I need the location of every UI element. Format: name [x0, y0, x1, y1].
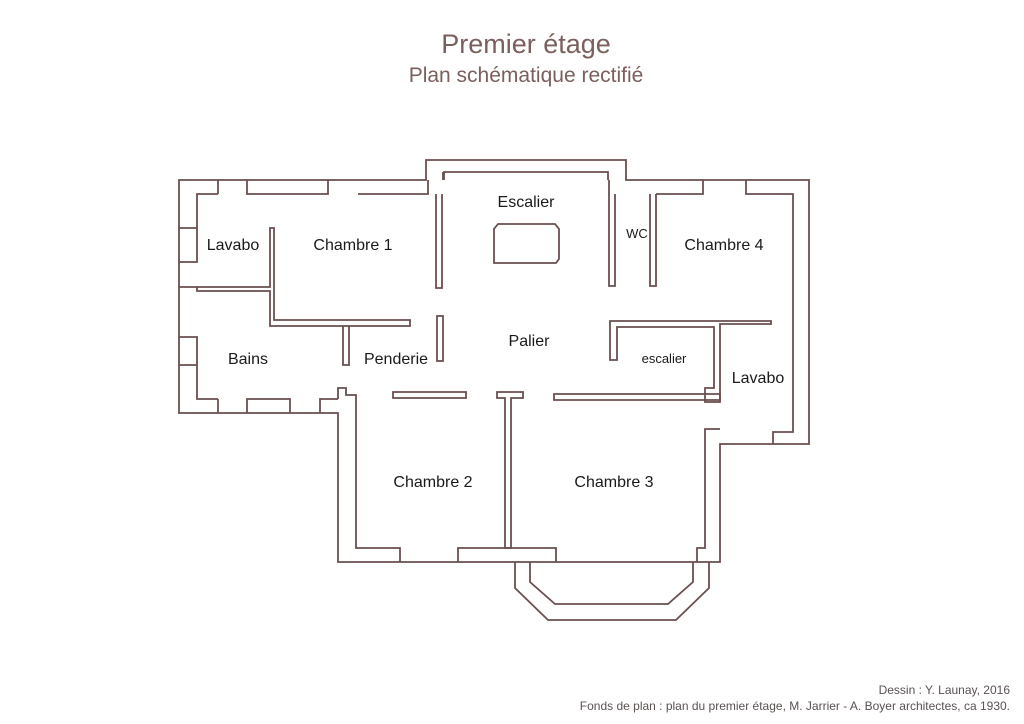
- plan-title: Premier étage: [441, 29, 611, 59]
- label-chambre-4: Chambre 4: [684, 237, 763, 254]
- plan-subtitle: Plan schématique rectifié: [408, 64, 644, 87]
- wall-small-stair: [609, 320, 772, 403]
- credits: Dessin : Y. Launay, 2016 Fonds de plan :…: [580, 682, 1010, 714]
- wall-bains-penderie: [342, 326, 350, 366]
- label-escalier: Escalier: [498, 194, 556, 211]
- credit-source: Fonds de plan : plan du premier étage, M…: [579, 699, 1010, 713]
- outer-wall-inner-left-window-1: [217, 180, 329, 195]
- wall-wc-chambre4: [649, 194, 657, 287]
- outer-wall-inner-left: [179, 193, 218, 400]
- label-chambre-2: Chambre 2: [393, 474, 472, 491]
- wall-lavabo-chambre1: [179, 227, 411, 327]
- outer-wall-inner-bottom: [337, 387, 720, 562]
- outer-wall-inner-left-window-2: [179, 227, 338, 413]
- wall-palier-left-stub: [436, 315, 444, 362]
- label-lavabo-left: Lavabo: [207, 237, 260, 254]
- stair-well: [493, 223, 560, 264]
- label-chambre-1: Chambre 1: [313, 237, 392, 254]
- wall-chambre1-escalier: [435, 194, 443, 289]
- outer-wall-outer: [178, 159, 810, 563]
- wall-palier-bottom-mid: [496, 391, 524, 549]
- wall-palier-bottom-right: [553, 393, 721, 401]
- wall-palier-bottom-left: [392, 391, 467, 399]
- outer-wall-inner-right: [656, 180, 794, 444]
- credit-author: Dessin : Y. Launay, 2016: [878, 683, 1010, 697]
- wall-escalier-wc: [608, 180, 616, 287]
- outer-wall-inner-top: [358, 171, 609, 195]
- label-palier: Palier: [509, 333, 551, 350]
- bay-window: [514, 562, 710, 621]
- label-escalier-small: escalier: [642, 351, 687, 366]
- label-wc: WC: [626, 226, 648, 241]
- label-chambre-3: Chambre 3: [574, 474, 653, 491]
- label-penderie: Penderie: [364, 351, 428, 368]
- label-lavabo-right: Lavabo: [732, 370, 785, 387]
- label-bains: Bains: [228, 351, 268, 368]
